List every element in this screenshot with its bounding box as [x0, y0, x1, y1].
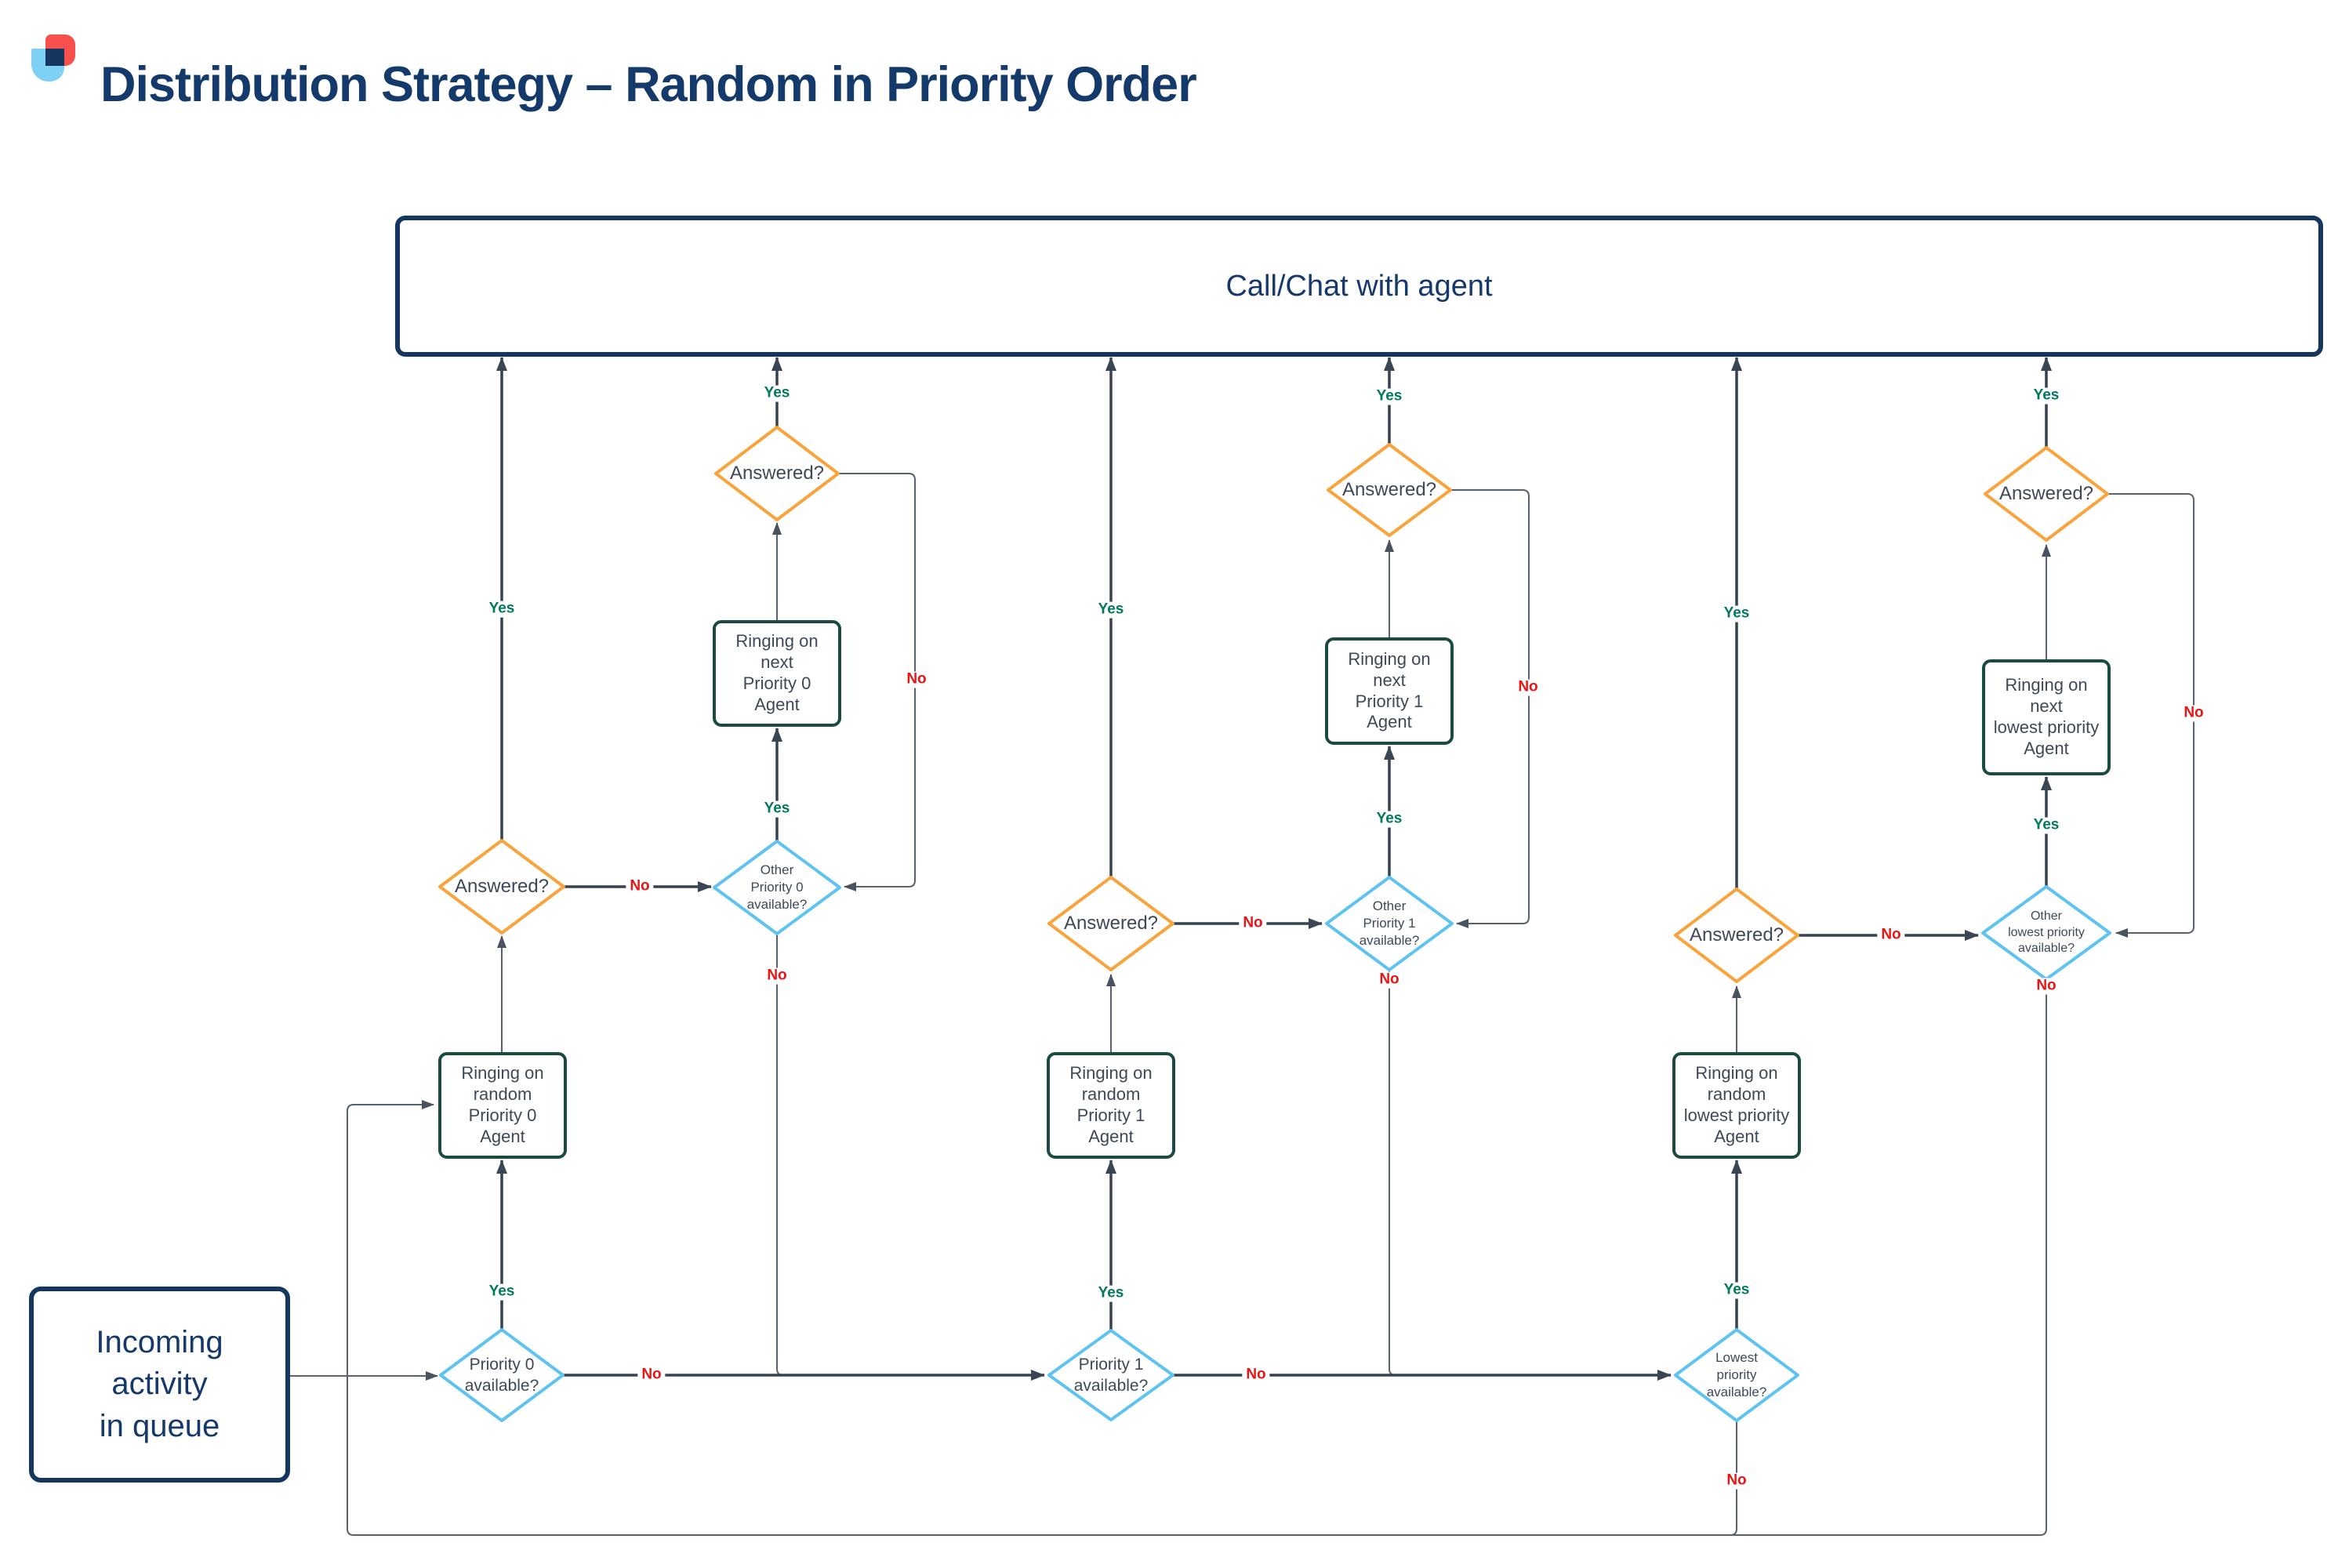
node-ringing-next-p0 — [713, 620, 841, 727]
edge-otherp1-no-down — [1389, 970, 1396, 1376]
node-ringing-random-lowest — [1672, 1052, 1801, 1159]
node-ringing-next-p1 — [1325, 637, 1454, 745]
node-diamond-other-lowest — [1981, 885, 2111, 981]
node-ringing-next-lowest — [1982, 659, 2111, 775]
edge-otherp0-no-down — [776, 934, 784, 1376]
edge-label-yes-top2: Yes — [1372, 388, 1407, 405]
node-diamond-other-p1 — [1325, 876, 1454, 971]
page-title: Distribution Strategy – Random in Priori… — [100, 57, 1197, 112]
edge-label-no-loop3: No — [2180, 705, 2208, 722]
logo-navy-shape-icon — [45, 49, 64, 66]
node-ringing-random-p1 — [1047, 1052, 1175, 1159]
node-callchat-box — [395, 216, 2323, 357]
node-diamond-p1-available — [1047, 1329, 1174, 1421]
edge-label-yes-answered2: Yes — [1094, 601, 1128, 619]
edge-label-no-answered1: No — [626, 878, 654, 895]
edge-label-no-p1: No — [1242, 1367, 1270, 1384]
edge-label-yes-lowest: Yes — [1719, 1282, 1754, 1299]
edge-label-yes-answered1: Yes — [485, 601, 519, 618]
edge-label-yes-p1: Yes — [1094, 1285, 1128, 1302]
edge-label-yes-p0: Yes — [485, 1283, 519, 1301]
edge-label-no-answered3: No — [1877, 927, 1905, 944]
edge-label-no-answered2: No — [1239, 915, 1267, 932]
node-diamond-answered2 — [1047, 876, 1174, 971]
edge-label-no-p0: No — [637, 1367, 666, 1384]
edge-label-yes-other-p0: Yes — [760, 800, 794, 818]
node-diamond-lowest-available — [1674, 1328, 1799, 1422]
edge-lowest-no-down — [1730, 1421, 1737, 1536]
node-ringing-random-p0 — [438, 1052, 567, 1159]
edge-label-no-other-lowest: No — [2032, 978, 2060, 995]
node-diamond-answered3 — [1674, 887, 1799, 983]
edge-label-no-other-p1: No — [1375, 971, 1403, 989]
edge-otherlowest-no-return — [347, 979, 2047, 1536]
node-diamond-answered-top2 — [1327, 443, 1452, 537]
node-diamond-answered-top1 — [714, 426, 840, 521]
node-diamond-other-p0 — [713, 840, 841, 935]
edge-label-yes-other-p1: Yes — [1372, 811, 1407, 828]
edge-label-no-lowest: No — [1723, 1472, 1751, 1490]
edge-label-no-other-p0: No — [763, 967, 791, 985]
edge-label-no-loop2: No — [1514, 679, 1542, 696]
edge-label-no-loop1: No — [902, 671, 931, 688]
edge-label-yes-top1: Yes — [760, 385, 794, 402]
node-diamond-answered1 — [438, 839, 565, 935]
edge-label-yes-top3: Yes — [2029, 387, 2064, 405]
node-diamond-p0-available — [439, 1328, 565, 1422]
node-diamond-answered-top3 — [1984, 446, 2109, 542]
node-incoming-box — [29, 1287, 290, 1483]
edge-answeredtop2-no-loop — [1450, 489, 1530, 928]
edge-label-yes-other-lowest: Yes — [2029, 817, 2064, 834]
edge-label-yes-answered3: Yes — [1719, 605, 1754, 622]
